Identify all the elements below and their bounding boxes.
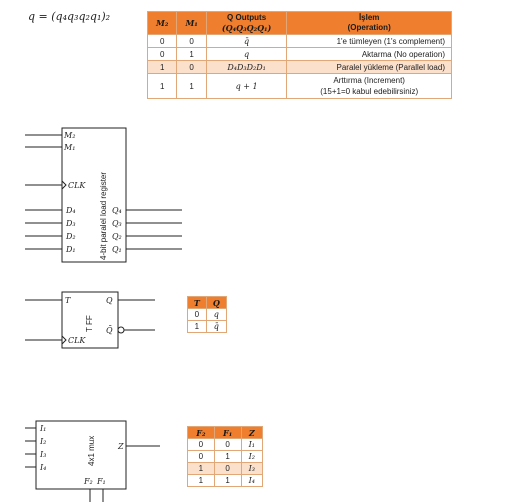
register-title: 4-bit paralel load register (99, 172, 108, 260)
inverter-bubble-icon (117, 326, 125, 334)
operation-table: M₂ M₁ Q Outputs (Q₄Q₃Q₂Q₁) İşlem (Operat… (146, 11, 452, 99)
cell-z: I₄ (240, 474, 264, 487)
header-islem: İşlem (Operation) (286, 11, 452, 35)
table-row: 0 0 q̄ 1'e tümleyen (1's complement) (146, 34, 452, 48)
cell-output: q̄ (205, 34, 288, 48)
cell-output: q + 1 (205, 73, 288, 99)
table-row: 0 0 I₁ (187, 438, 264, 451)
header-z: Z (240, 426, 264, 439)
cell-t: 0 (187, 308, 207, 321)
header-m1: M₁ (176, 11, 207, 35)
register-input-label: D₃ (65, 219, 76, 228)
mux-block (35, 420, 127, 490)
clock-triangle-icon (61, 180, 67, 190)
tff-clk-label: CLK (68, 336, 86, 345)
register-input-label: M₂ (63, 131, 75, 140)
tff-q-label: Q (106, 296, 113, 305)
tff-block (61, 291, 119, 349)
clock-triangle-icon (61, 335, 67, 345)
header-islem-line1: İşlem (358, 13, 380, 22)
cell-f1: 1 (213, 450, 242, 463)
cell-q: q̄ (205, 320, 228, 333)
table-row: 0 1 I₂ (187, 450, 264, 463)
mux-input-label: I₃ (39, 450, 46, 459)
cell-operation: Paralel yükleme (Parallel load) (286, 60, 452, 74)
cell-m1: 1 (176, 73, 207, 99)
register-input-label: D₂ (65, 232, 76, 241)
header-outputs: Q Outputs (Q₄Q₃Q₂Q₁) (205, 11, 288, 35)
table-row: 1 1 q + 1 Arttırma (Increment) (15+1=0 k… (146, 73, 452, 99)
register-block (61, 127, 127, 263)
mux-select-label: F₁ (96, 477, 106, 486)
table-row: 1 0 D₄D₃D₂D₁ Paralel yükleme (Parallel l… (146, 60, 452, 74)
cell-m2: 0 (146, 47, 178, 61)
cell-m1: 1 (176, 47, 207, 61)
mux-output-label: Z (117, 442, 124, 451)
cell-f2: 1 (187, 462, 215, 475)
cell-f1: 1 (213, 474, 242, 487)
cell-f2: 1 (187, 474, 215, 487)
register-output-label: Q₃ (112, 219, 122, 228)
header-t: T (187, 296, 207, 309)
table-row: 1 1 I₄ (187, 474, 264, 487)
cell-operation: Arttırma (Increment) (15+1=0 kabul edebi… (286, 73, 452, 99)
mux-input-label: I₄ (39, 463, 46, 472)
formula-label: q = (q₄q₃q₂q₁)₂ (28, 10, 111, 23)
header-f1: F₁ (213, 426, 242, 439)
header-islem-line2: (Operation) (347, 23, 391, 32)
header-outputs-line2: (Q₄Q₃Q₂Q₁) (221, 23, 272, 33)
register-input-label: D₁ (65, 245, 76, 254)
register-output-label: Q₄ (112, 206, 122, 215)
cell-operation: Aktarma (No operation) (286, 47, 452, 61)
cell-operation-line1: Arttırma (Increment) (333, 76, 405, 85)
tff-title: T FF (85, 315, 94, 332)
mux-input-label: I₂ (39, 437, 46, 446)
header-m2: M₂ (146, 11, 178, 35)
register-input-label: D₄ (65, 206, 76, 215)
table-row: 0 q (187, 308, 228, 321)
cell-output: D₄D₃D₂D₁ (205, 60, 288, 74)
mux-title: 4x1 mux (87, 436, 96, 466)
cell-m2: 1 (146, 73, 178, 99)
cell-m1: 0 (176, 60, 207, 74)
table-row: 1 q̄ (187, 320, 228, 333)
cell-z: I₁ (240, 438, 264, 451)
mux-select-label: F₂ (83, 477, 93, 486)
cell-f1: 0 (213, 462, 242, 475)
header-outputs-line1: Q Outputs (227, 13, 267, 22)
cell-f2: 0 (187, 438, 215, 451)
mux-truth-table: F₂ F₁ Z 0 0 I₁ 0 1 I₂ 1 0 I₃ 1 1 I₄ (187, 426, 264, 487)
mux-input-label: I₁ (39, 424, 46, 433)
register-output-label: Q₂ (112, 232, 122, 241)
cell-z: I₂ (240, 450, 264, 463)
register-input-label: CLK (68, 181, 86, 190)
register-output-label: Q₁ (112, 245, 122, 254)
header-f2: F₂ (187, 426, 215, 439)
cell-m1: 0 (176, 34, 207, 48)
cell-z: I₃ (240, 462, 264, 475)
tff-t-label: T (65, 296, 71, 305)
cell-q: q (205, 308, 228, 321)
cell-operation-line2: (15+1=0 kabul edebilirsiniz) (320, 87, 419, 96)
header-q: Q (205, 296, 228, 309)
cell-f2: 0 (187, 450, 215, 463)
tff-truth-table: T Q 0 q 1 q̄ (187, 296, 228, 333)
register-input-label: M₁ (63, 143, 75, 152)
tff-qbar-label: Q̄ (106, 326, 113, 335)
cell-t: 1 (187, 320, 207, 333)
cell-f1: 0 (213, 438, 242, 451)
table-row: 1 0 I₃ (187, 462, 264, 475)
